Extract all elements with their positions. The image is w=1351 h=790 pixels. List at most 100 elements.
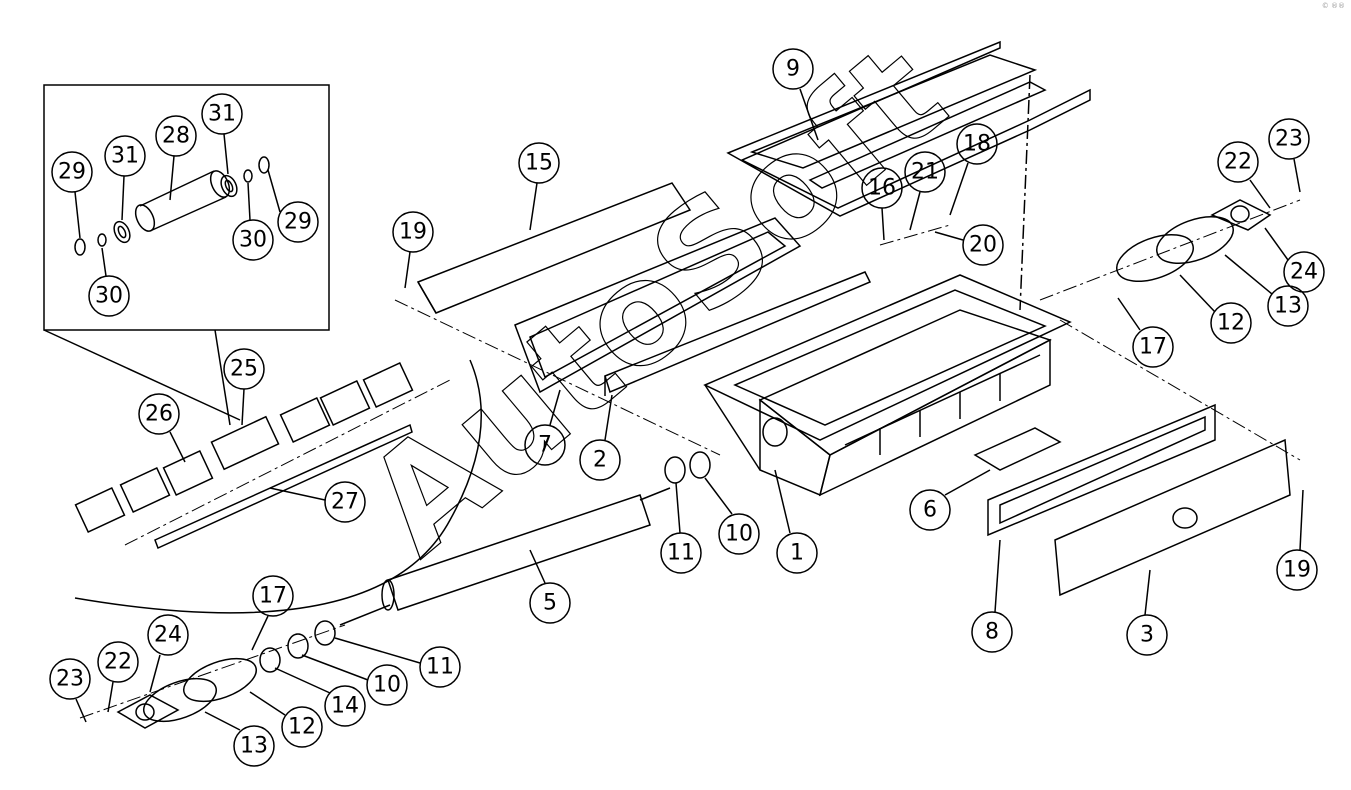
callout-30b: 30 [232, 182, 274, 261]
svg-text:23: 23 [56, 667, 84, 692]
top-frame-part [726, 40, 1091, 217]
svg-text:12: 12 [288, 715, 316, 740]
svg-text:5: 5 [543, 591, 557, 616]
bar-part [604, 271, 872, 396]
svg-text:7: 7 [538, 433, 552, 458]
svg-text:23: 23 [1275, 127, 1303, 152]
callout-15: 15 [518, 142, 560, 231]
callout-3: 3 [1126, 569, 1168, 656]
svg-text:20: 20 [969, 233, 997, 258]
washer-14 [259, 647, 281, 673]
callout-10a: 10 [704, 477, 760, 555]
callout-19a: 19 [392, 211, 434, 289]
svg-text:25: 25 [230, 357, 258, 382]
callout-8: 8 [971, 539, 1013, 653]
hopper-body-part [703, 274, 1072, 497]
cover-part [416, 182, 692, 314]
callout-17a: 17 [1117, 297, 1174, 368]
svg-text:29: 29 [284, 210, 312, 235]
svg-text:12: 12 [1217, 311, 1245, 336]
callout-1: 1 [774, 469, 818, 574]
callout-23b: 23 [49, 658, 91, 723]
callout-7: 7 [524, 389, 566, 466]
inset-leader-right [214, 329, 231, 426]
svg-text:17: 17 [1139, 335, 1167, 360]
gear-rollers-part [74, 361, 414, 534]
svg-text:24: 24 [1290, 260, 1318, 285]
bearing-left [74, 220, 131, 256]
callout-23a: 23 [1268, 118, 1310, 193]
svg-text:22: 22 [1224, 150, 1252, 175]
callout-31b: 31 [201, 93, 243, 175]
svg-text:31: 31 [111, 144, 139, 169]
callout-14: 14 [274, 667, 366, 727]
svg-text:9: 9 [786, 57, 800, 82]
side-frame-part [987, 403, 1216, 537]
plate-left-1 [183, 657, 257, 703]
callout-18: 18 [949, 123, 998, 216]
roller-shaft-part [339, 487, 671, 626]
callout-25: 25 [223, 348, 265, 426]
svg-text:10: 10 [725, 522, 753, 547]
svg-text:11: 11 [667, 541, 695, 566]
svg-text:18: 18 [963, 132, 991, 157]
svg-text:17: 17 [259, 584, 287, 609]
svg-text:8: 8 [985, 620, 999, 645]
callout-22b: 22 [97, 641, 139, 713]
corner-mark: © ®® [1321, 2, 1345, 10]
side-cover-part [1054, 438, 1291, 597]
svg-text:30: 30 [95, 284, 123, 309]
callout-21: 21 [904, 151, 946, 231]
centerline-frame [1019, 74, 1031, 311]
callout-17b: 17 [251, 575, 294, 651]
plate-right-1 [1116, 234, 1194, 282]
svg-text:2: 2 [593, 448, 607, 473]
svg-text:22: 22 [104, 650, 132, 675]
svg-text:10: 10 [373, 673, 401, 698]
callout-10b: 10 [301, 654, 408, 706]
washer-11 [664, 456, 686, 484]
svg-text:16: 16 [868, 176, 896, 201]
plate-left-2 [143, 677, 217, 723]
svg-text:13: 13 [1274, 294, 1302, 319]
inner-frame-part [514, 217, 802, 394]
svg-text:30: 30 [239, 228, 267, 253]
callout-2: 2 [579, 394, 621, 481]
washer-11b [314, 620, 336, 646]
callout-9: 9 [772, 48, 819, 141]
svg-text:19: 19 [399, 220, 427, 245]
sleeve-part [134, 170, 231, 232]
callout-24a: 24 [1264, 227, 1325, 293]
flap-part [973, 427, 1062, 471]
callout-27: 27 [269, 481, 366, 523]
callout-20: 20 [934, 224, 1004, 266]
callout-22a: 22 [1217, 141, 1271, 209]
detail-inset-frame [43, 84, 330, 331]
callout-29b: 29 [267, 169, 319, 243]
svg-text:27: 27 [331, 490, 359, 515]
inset-leader-left [43, 329, 241, 421]
small-shaft-part [154, 423, 413, 550]
callout-30a: 30 [88, 247, 130, 317]
callout-24b: 24 [147, 614, 189, 693]
callout-6: 6 [909, 469, 991, 531]
svg-text:26: 26 [145, 402, 173, 427]
callout-28: 28 [155, 115, 197, 201]
callout-19b: 19 [1276, 489, 1318, 591]
svg-text:13: 13 [240, 734, 268, 759]
callout-11a: 11 [660, 482, 702, 574]
svg-text:19: 19 [1283, 558, 1311, 583]
svg-text:24: 24 [154, 623, 182, 648]
callout-13b: 13 [204, 711, 275, 767]
callout-13a: 13 [1224, 254, 1309, 327]
arc-line [74, 359, 482, 614]
callout-12a: 12 [1179, 274, 1252, 344]
svg-text:3: 3 [1140, 623, 1154, 648]
callout-31a: 31 [104, 135, 146, 221]
svg-text:14: 14 [331, 694, 359, 719]
svg-text:29: 29 [58, 160, 86, 185]
svg-text:31: 31 [208, 102, 236, 127]
callout-26: 26 [138, 393, 186, 463]
